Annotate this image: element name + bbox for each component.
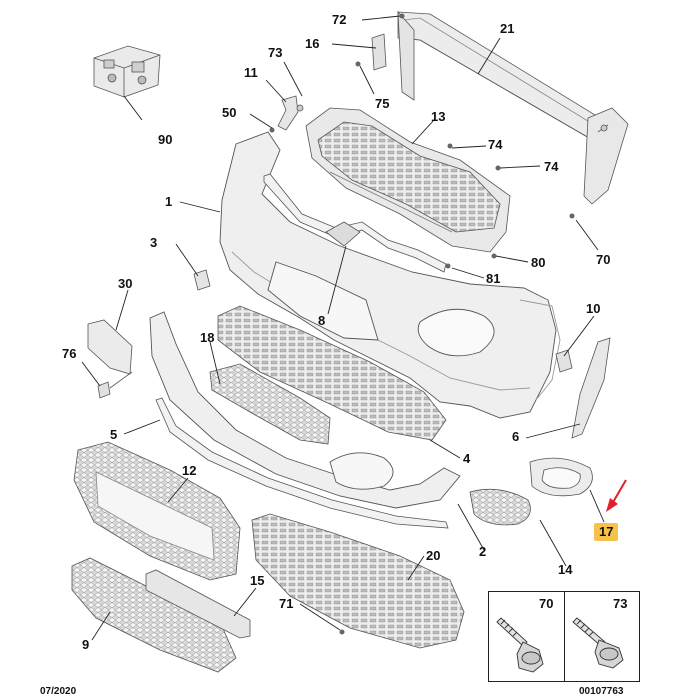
fastener-inset: 70 73	[488, 591, 640, 682]
callout-81: 81	[486, 271, 501, 286]
red-arrow-icon	[606, 479, 627, 512]
callout-74-lower: 74	[544, 159, 559, 174]
callout-2: 2	[479, 544, 487, 559]
part-8-chrome-strip	[263, 173, 447, 273]
part-1-front-bumper	[219, 131, 561, 419]
part-11-clip	[277, 95, 304, 131]
callout-75: 75	[375, 96, 390, 111]
part-21-impact-beam	[397, 10, 629, 205]
callout-14: 14	[558, 562, 573, 577]
callout-30: 30	[118, 276, 133, 291]
callout-1: 1	[165, 194, 173, 209]
inset-label-73: 73	[613, 596, 628, 611]
part-9-grille-insert	[71, 557, 237, 673]
part-10-bracket	[555, 349, 573, 373]
callout-5: 5	[110, 427, 118, 442]
leader-lines	[81, 15, 605, 641]
callout-70: 70	[596, 252, 611, 267]
callout-8: 8	[318, 313, 326, 328]
callout-9: 9	[82, 637, 90, 652]
callout-72: 72	[332, 12, 347, 27]
callout-17-highlighted: 17	[594, 523, 619, 541]
callout-4: 4	[463, 451, 471, 466]
part-20-undertray	[251, 513, 465, 649]
callout-11: 11	[244, 65, 258, 80]
callout-90: 90	[158, 132, 173, 147]
part-17-lamp-surround	[529, 457, 593, 497]
callout-3: 3	[150, 235, 158, 250]
callout-71: 71	[279, 596, 294, 611]
callout-15: 15	[250, 573, 265, 588]
callout-12: 12	[182, 463, 197, 478]
bolt-70-icon	[496, 617, 544, 673]
part-13-upper-grille	[305, 107, 511, 253]
callout-21: 21	[500, 21, 515, 36]
part-18-absorber	[209, 363, 331, 445]
part-90-module	[93, 45, 161, 98]
part-4-lower-beam	[217, 305, 447, 441]
callout-74-upper: 74	[488, 137, 503, 152]
fasteners	[269, 13, 575, 635]
part-14-lamp-cover	[469, 488, 531, 526]
callout-6: 6	[512, 429, 520, 444]
footer-date: 07/2020	[40, 686, 77, 697]
part-76-sensor	[97, 371, 133, 399]
callout-18: 18	[200, 330, 215, 345]
part-3-bracket	[193, 269, 211, 291]
callout-10: 10	[586, 301, 601, 316]
part-5-lower-bumper	[149, 311, 461, 509]
callout-73: 73	[268, 45, 283, 60]
part-12-lower-grille	[73, 441, 241, 581]
callout-80: 80	[531, 255, 546, 270]
part-15-trim	[145, 569, 251, 639]
footer-reference: 00107763	[579, 686, 624, 697]
bolt-73-icon	[572, 617, 624, 669]
fastener-drawings	[496, 617, 624, 673]
inset-divider	[564, 592, 565, 681]
part-6-side-rail	[571, 337, 611, 439]
callout-50: 50	[222, 105, 237, 120]
callout-76: 76	[62, 346, 77, 361]
part-2-trim-strip	[155, 397, 449, 529]
inset-label-70: 70	[539, 596, 554, 611]
callout-20: 20	[426, 548, 441, 563]
part-30-plate	[87, 319, 133, 375]
part-16-bracket	[371, 33, 387, 71]
callout-16: 16	[305, 36, 320, 51]
callout-13: 13	[431, 109, 446, 124]
